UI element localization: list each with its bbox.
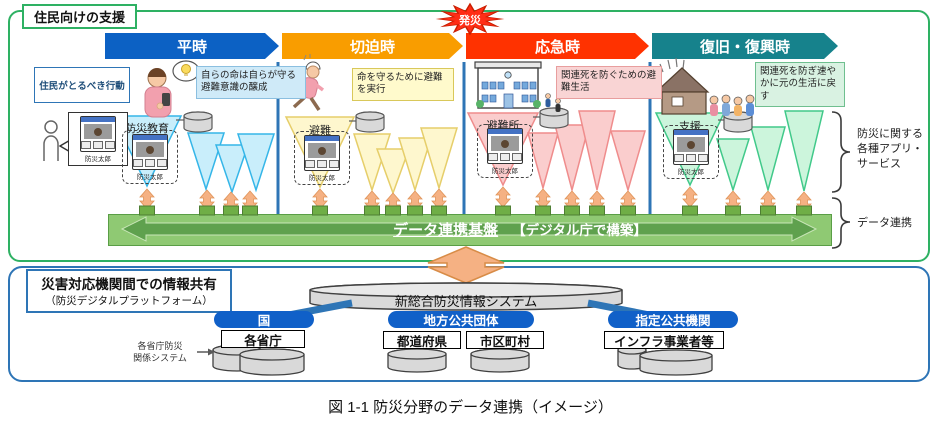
funnel-label-education: 防災教育: [125, 123, 169, 135]
org-pill-public-inst: 指定公共機関: [608, 311, 738, 328]
section-title-residents: 住民向けの支援: [22, 4, 138, 29]
phase-note-imminent: 命を守るために避難を実行: [352, 68, 454, 101]
shelter-building-illustration: [474, 61, 561, 112]
brace-label-data: データ連携: [857, 217, 912, 229]
brace-label-apps: 防災に関する 各種アプリ・ サービス: [857, 128, 923, 170]
org-box-infrastructure: インフラ事業者等: [604, 331, 724, 349]
phone-app-name: 防災太郎: [492, 168, 518, 175]
bottom-title-main: 災害対応機関間での情報共有: [41, 277, 217, 292]
house-family-illustration: [654, 57, 755, 116]
phone-app-icon: [132, 134, 168, 170]
resident-action-box: 住民がとるべき行動: [34, 67, 130, 103]
phone-app-icon: [304, 135, 340, 171]
phase-note-normal: 自らの命は自らが守る避難意識の醸成: [196, 66, 306, 99]
phone-app-icon: [80, 116, 116, 152]
phone-app-card-recovery: 防災太郎: [663, 125, 719, 179]
phone-app-name: 防災太郎: [309, 175, 335, 182]
phase-banner-imminent: 切迫時: [282, 33, 463, 59]
org-database-cylinders: [212, 344, 713, 376]
platform-flow-arrow-icon: [120, 216, 818, 242]
bottom-title-sub: （防災デジタルプラットフォーム）: [45, 295, 213, 307]
phase-banner-normal: 平時: [105, 33, 279, 59]
phone-app-name: 防災太郎: [85, 156, 111, 163]
woman-with-phone-illustration: [144, 60, 200, 118]
phone-app-card-emergency: 防災太郎: [477, 124, 533, 178]
ministry-system-label: 各省庁防災 関係システム: [133, 341, 187, 364]
org-box-municipalities: 市区町村: [466, 331, 544, 349]
phone-app-name: 防災太郎: [137, 174, 163, 181]
database-cylinder-icons: [176, 107, 753, 133]
phone-app-card-imminent: 防災太郎: [294, 131, 350, 185]
section-link-arrow-icon: [427, 246, 505, 284]
phase-note-emergency: 関連死を防ぐための避難生活: [556, 66, 662, 99]
brace-icons: [831, 111, 851, 249]
org-box-prefectures: 都道府県: [383, 331, 461, 349]
figure-caption: 図 1-1 防災分野のデータ連携（イメージ）: [328, 399, 613, 416]
central-system-label: 新総合防災情報システム: [394, 294, 538, 309]
phone-app-icon: [487, 128, 523, 164]
ministry-label-arrow-icon: [197, 348, 215, 356]
phase-note-recovery: 関連死を防ぎ速やかに元の生活に戻す: [755, 62, 845, 108]
disaster-burst-icon: [435, 2, 505, 36]
platform-bar-builder: 【デジタル庁で構築】: [512, 223, 647, 238]
evacuee-people-icons: [545, 93, 561, 112]
burst-label: 発災: [459, 15, 481, 27]
family-people-icons: [709, 94, 755, 116]
phone-app-name: 防災太郎: [678, 169, 704, 176]
phone-app-card-normal: 防災太郎: [122, 130, 178, 184]
central-system-cylinder: [309, 282, 623, 311]
phase-banner-recovery: 復旧・復興時: [652, 33, 838, 59]
platform-bar-title: データ連携基盤: [393, 221, 499, 239]
org-pill-local-gov: 地方公共団体: [388, 311, 534, 328]
phone-app-bubble: 防災太郎: [68, 112, 128, 166]
bottom-section-title: 災害対応機関間での情報共有 （防災デジタルプラットフォーム）: [26, 269, 232, 313]
phone-app-icon: [673, 129, 709, 165]
platform-bar-text: データ連携基盤 【デジタル庁で構築】: [340, 214, 700, 244]
org-pill-national: 国: [214, 311, 314, 328]
org-box-ministries: 各省庁: [221, 330, 305, 348]
phase-banner-emergency: 応急時: [466, 33, 649, 59]
